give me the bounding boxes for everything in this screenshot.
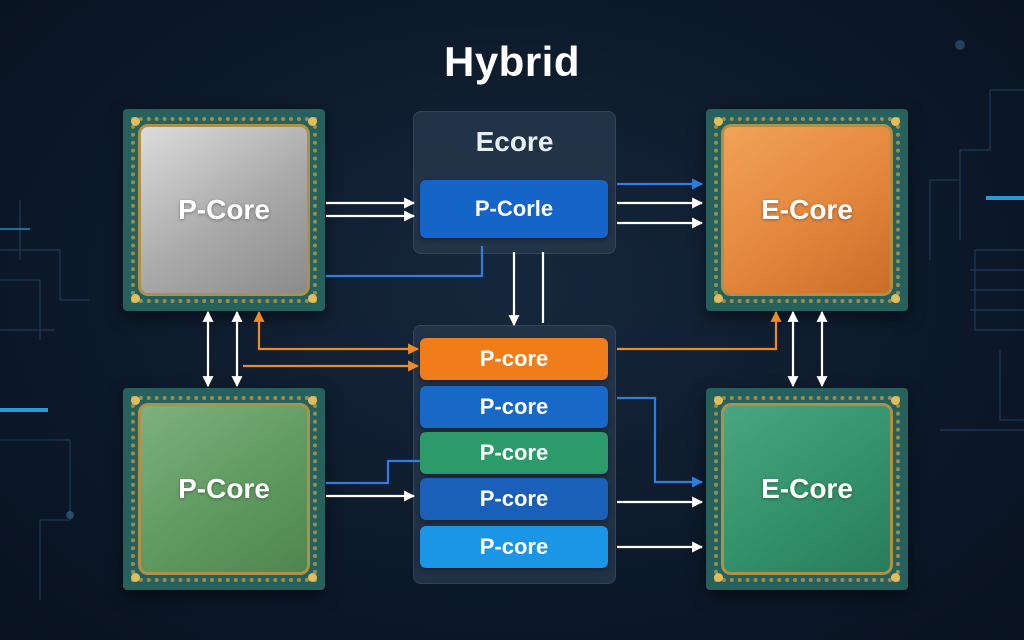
- center-top-bar: P-Corle: [420, 180, 608, 238]
- center-top-label: Ecore: [475, 126, 554, 157]
- chip-lid: P-Core: [138, 124, 310, 296]
- chip-top-right: E-Core: [706, 109, 908, 311]
- chip-label: E-Core: [761, 194, 853, 225]
- center-stack-bar: P-core: [420, 526, 608, 568]
- page-title: Hybrid: [443, 38, 580, 85]
- center-stack-bar: P-core: [420, 338, 608, 380]
- center-stack-bar: P-core: [420, 478, 608, 520]
- chip-label: P-Core: [178, 194, 270, 225]
- chip-label: E-Core: [761, 473, 853, 504]
- chip-lid: P-Core: [138, 403, 310, 575]
- chip-top-left: P-Core: [123, 109, 325, 311]
- chip-lid: E-Core: [721, 403, 893, 575]
- chip-label: P-Core: [178, 473, 270, 504]
- chip-lid: E-Core: [721, 124, 893, 296]
- center-stack-bar: P-core: [420, 386, 608, 428]
- chip-bottom-right: E-Core: [706, 388, 908, 590]
- chip-bottom-left: P-Core: [123, 388, 325, 590]
- center-stack-bar: P-core: [420, 432, 608, 474]
